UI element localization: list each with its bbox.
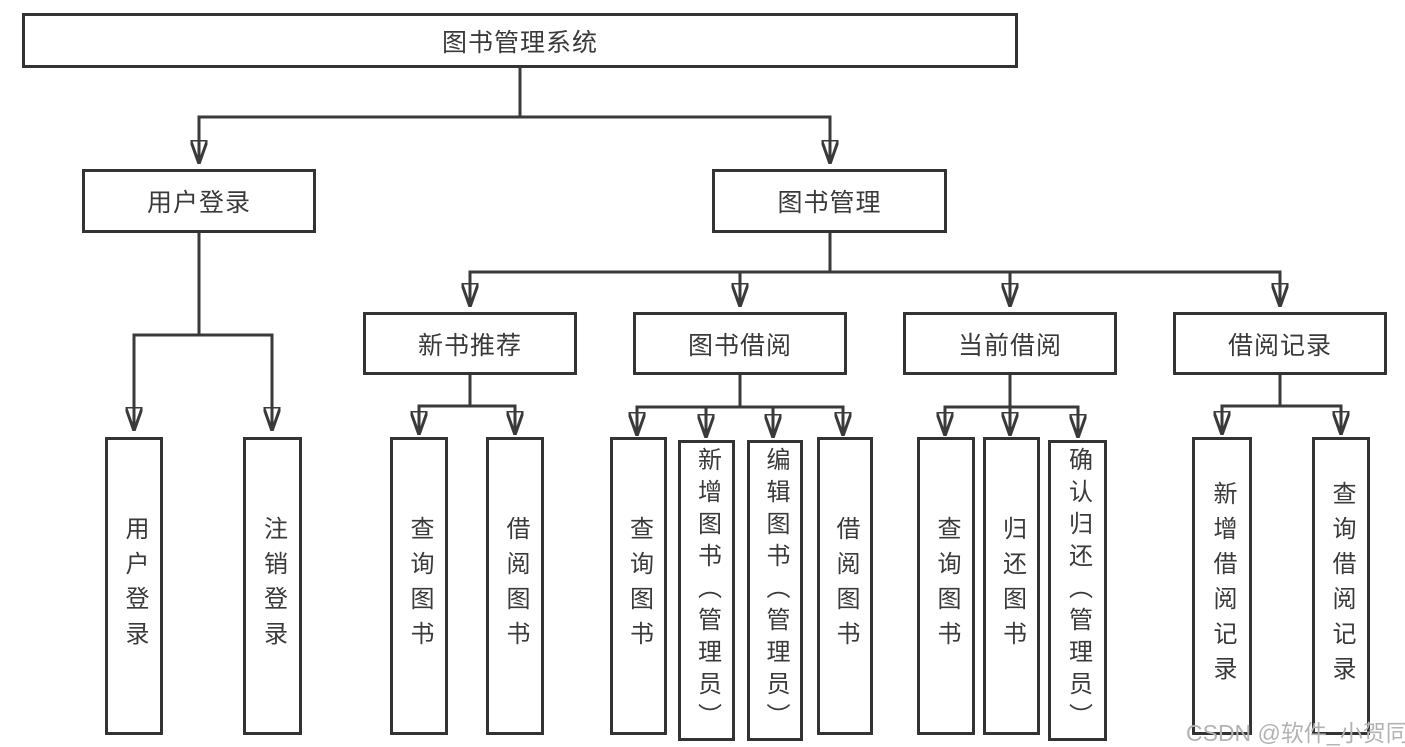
node-leaf-query-books-2-label: 查询图书 (625, 516, 653, 656)
node-new-book-recommend: 新书推荐 (363, 312, 577, 375)
node-user-login-label: 用户登录 (146, 189, 251, 217)
node-leaf-query-borrow-record: 查询借阅记录 (1312, 437, 1370, 735)
node-leaf-edit-book-admin: 编辑图书（管理员） (747, 440, 803, 741)
node-leaf-user-login: 用户登录 (105, 437, 163, 735)
node-leaf-logout: 注销登录 (243, 437, 302, 735)
node-leaf-add-borrow-record-label: 新增借阅记录 (1209, 481, 1236, 691)
node-leaf-user-login-label: 用户登录 (121, 516, 148, 656)
node-leaf-query-borrow-record-label: 查询借阅记录 (1328, 481, 1355, 691)
node-leaf-borrow-books-1-label: 借阅图书 (502, 516, 529, 656)
node-borrowing-records-label: 借阅记录 (1227, 331, 1332, 360)
csdn-watermark: CSDN @软件_小贺同学 (1186, 720, 1405, 746)
node-book-borrowing-label: 图书借阅 (687, 331, 792, 360)
node-leaf-return-book-label: 归还图书 (998, 516, 1026, 656)
node-leaf-add-book-admin: 新增图书（管理员） (678, 440, 735, 741)
node-leaf-confirm-return-admin: 确认归还（管理员） (1048, 440, 1107, 741)
node-leaf-borrow-books-2-label: 借阅图书 (832, 516, 859, 656)
node-leaf-query-books-1-label: 查询图书 (406, 516, 433, 656)
node-leaf-query-books-1: 查询图书 (390, 437, 448, 735)
node-leaf-edit-book-admin-label: 编辑图书（管理员） (762, 446, 789, 735)
node-book-management: 图书管理 (712, 169, 947, 233)
node-leaf-query-books-3: 查询图书 (917, 437, 975, 735)
node-leaf-query-books-2: 查询图书 (610, 437, 667, 735)
node-leaf-query-books-3-label: 查询图书 (933, 516, 960, 656)
node-new-book-recommend-label: 新书推荐 (417, 331, 522, 360)
node-current-borrowing: 当前借阅 (903, 312, 1117, 375)
node-user-login: 用户登录 (82, 169, 316, 233)
node-book-management-label: 图书管理 (777, 189, 882, 217)
node-borrowing-records: 借阅记录 (1173, 312, 1387, 375)
node-leaf-borrow-books-1: 借阅图书 (486, 437, 544, 735)
node-leaf-return-book: 归还图书 (983, 437, 1040, 735)
node-book-borrowing: 图书借阅 (633, 312, 847, 375)
node-leaf-borrow-books-2: 借阅图书 (817, 437, 873, 735)
node-leaf-add-book-admin-label: 新增图书（管理员） (693, 446, 721, 735)
node-system-root-label: 图书管理系统 (441, 28, 598, 57)
node-leaf-logout-label: 注销登录 (259, 516, 287, 656)
node-leaf-add-borrow-record: 新增借阅记录 (1192, 437, 1252, 735)
node-system-root: 图书管理系统 (22, 13, 1018, 68)
node-leaf-confirm-return-admin-label: 确认归还（管理员） (1064, 446, 1092, 735)
node-current-borrowing-label: 当前借阅 (957, 331, 1062, 360)
